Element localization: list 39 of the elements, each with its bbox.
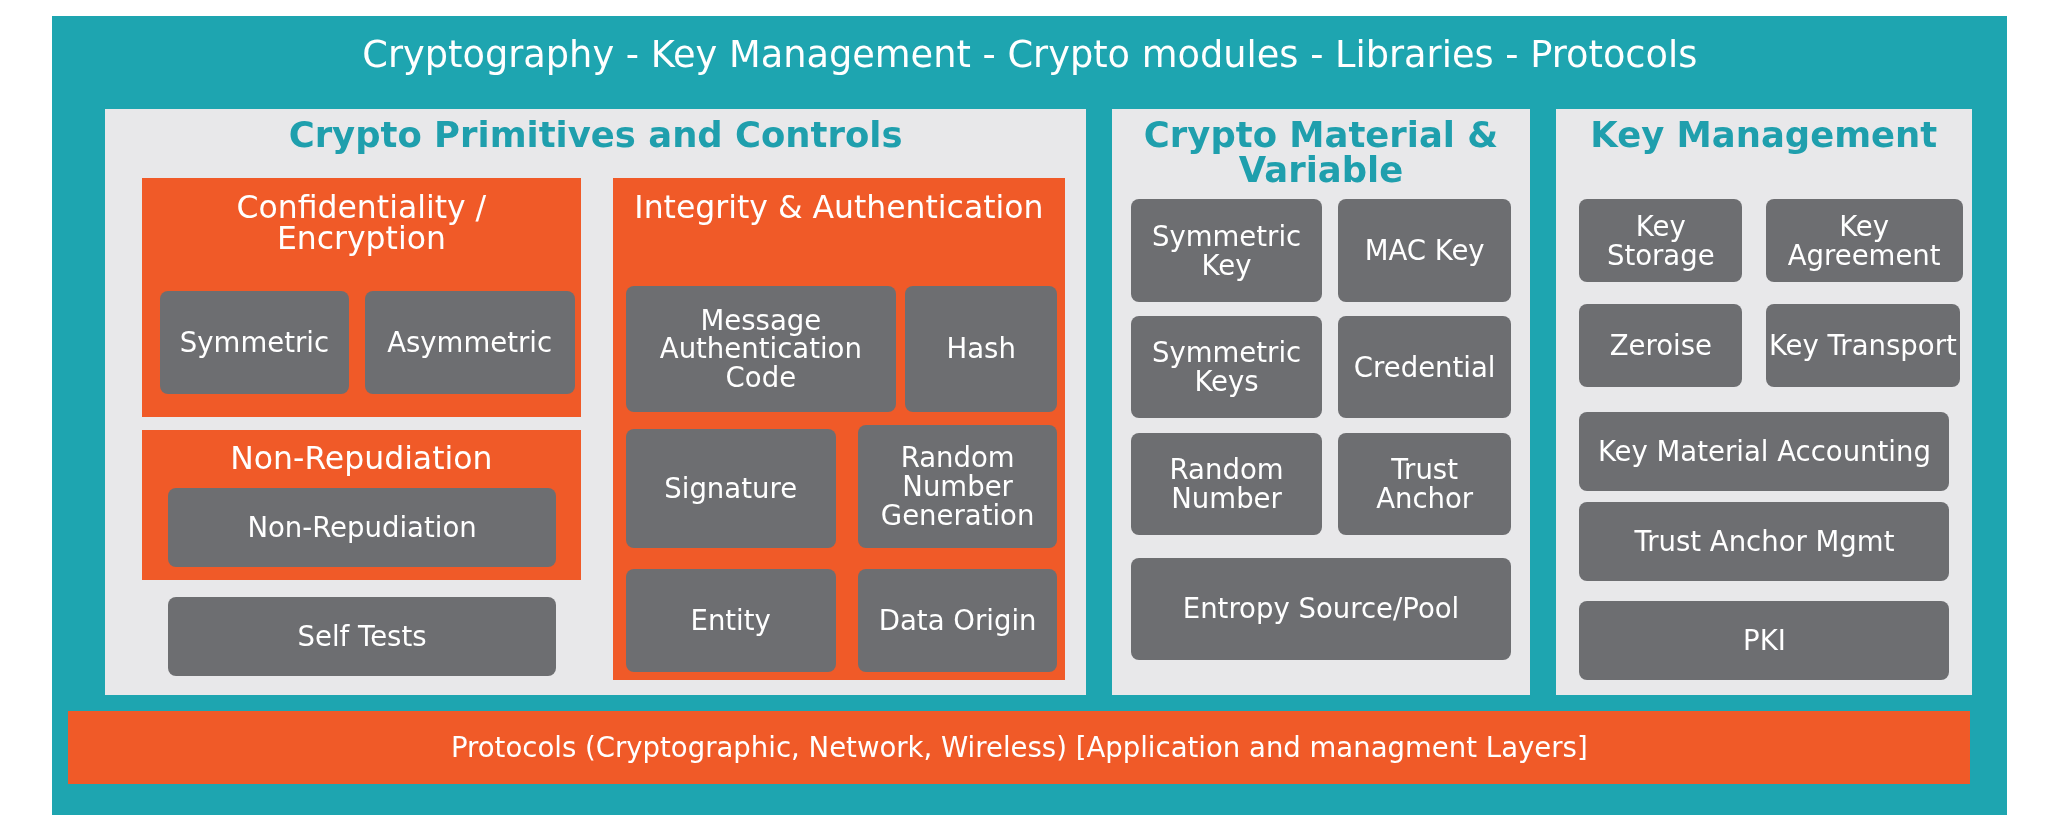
item-tile: Entity: [625, 569, 836, 672]
item-tile: Key Agreement: [1765, 199, 1963, 283]
panel-heading: Integrity & Authentication: [633, 191, 1045, 223]
item-tile: Data Origin: [857, 569, 1058, 672]
item-tile: Non-Repudiation: [167, 488, 557, 567]
item-tile: Key Storage: [1579, 199, 1743, 283]
item-tile: Random Number: [1130, 432, 1323, 536]
item-tile: Symmetric Key: [1130, 199, 1323, 302]
item-tile: Asymmetric: [364, 291, 575, 394]
item-tile: Hash: [905, 285, 1058, 412]
item-tile: Key Transport: [1765, 304, 1960, 387]
section-panel: [104, 108, 1087, 696]
item-tile: Key Material Accounting: [1579, 411, 1950, 491]
item-tile: Entropy Source/Pool: [1130, 557, 1512, 660]
protocols-bar: Protocols (Cryptographic, Network, Wireless) [Application and managment Layers]: [68, 711, 1971, 785]
item-tile: Message Authentication Code: [625, 285, 896, 412]
item-tile: Trust Anchor Mgmt: [1579, 502, 1950, 582]
panel-heading: Non-Repudiation: [229, 443, 494, 475]
item-tile: PKI: [1579, 600, 1950, 680]
category-panel: [612, 178, 1066, 680]
item-tile: Random Number Generation: [857, 425, 1058, 549]
panel-heading: Crypto Primitives and Controls: [287, 116, 904, 153]
outer-panel: [52, 15, 2008, 815]
category-panel: [141, 178, 582, 418]
item-tile: MAC Key: [1338, 199, 1512, 302]
item-tile: Symmetric: [160, 291, 349, 394]
item-tile: Symmetric Keys: [1130, 316, 1323, 419]
item-tile: Trust Anchor: [1338, 432, 1512, 536]
section-panel: [1555, 108, 1972, 696]
item-tile: Self Tests: [167, 596, 557, 676]
category-panel: [141, 430, 582, 580]
panel-heading: Cryptography - Key Management - Crypto modules - Libraries - Protocols: [361, 36, 1699, 74]
panel-heading: Key Management: [1589, 116, 1939, 153]
panel-heading: Crypto Material & Variable: [1142, 116, 1500, 188]
section-panel: [1112, 108, 1530, 696]
panel-heading: Confidentiality / Encryption: [235, 191, 488, 255]
item-tile: Zeroise: [1579, 304, 1743, 387]
item-tile: Signature: [625, 428, 836, 549]
item-tile: Credential: [1338, 316, 1512, 419]
